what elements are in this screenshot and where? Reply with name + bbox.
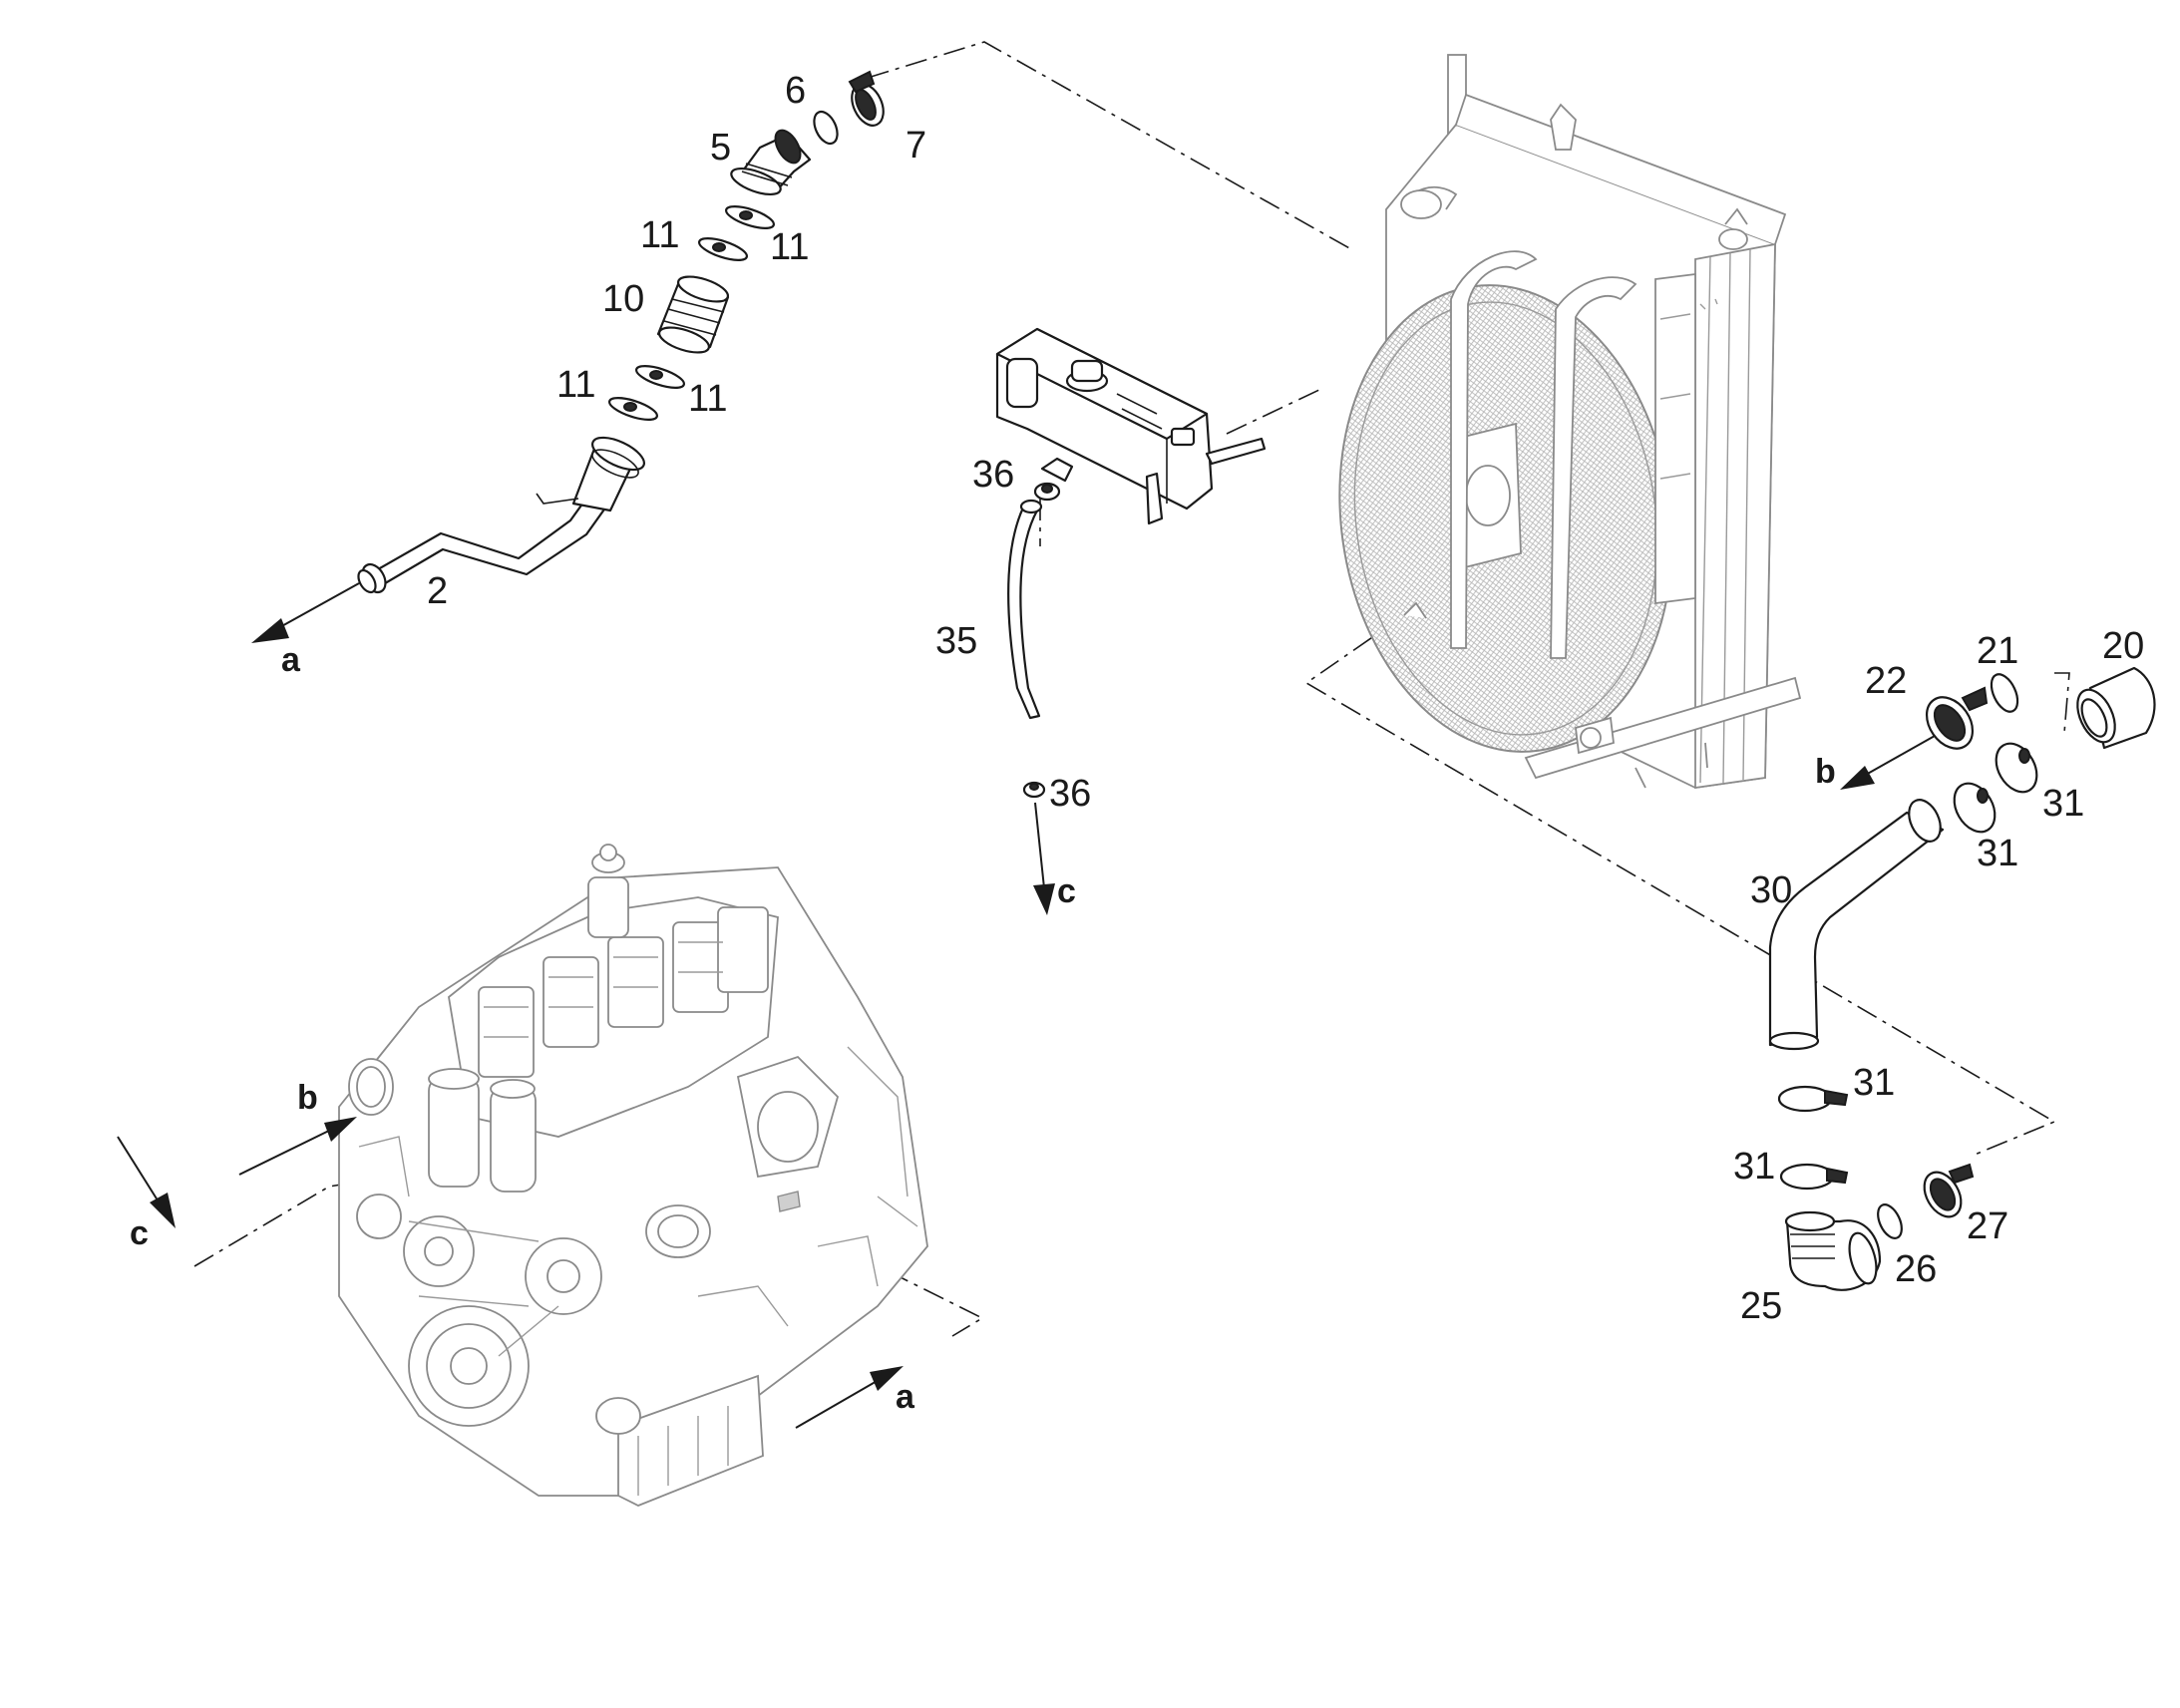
callout-25: 25 [1740,1285,1782,1327]
callout-21: 21 [1977,630,2018,672]
coolant-hose-assembly [1768,666,2156,1291]
callout-35: 35 [935,620,977,662]
callout-11-d: 11 [688,378,727,420]
callout-31-a: 31 [2042,783,2084,825]
clamp-31-a [1995,742,2038,794]
callout-30: 30 [1750,869,1792,911]
radiator-fan-cooler [1338,54,1802,790]
callout-5: 5 [710,127,731,169]
arrow-head-a-engine [870,1366,904,1391]
callout-31-b: 31 [1977,833,2018,874]
connector-b-engine: b [297,1079,318,1117]
callout-6: 6 [785,70,806,112]
expansion-tank-assembly [995,327,1267,799]
callout-2: 2 [427,570,448,612]
clamp-31-c [1777,1085,1833,1113]
seal-ring-6 [813,110,839,146]
callout-20: 20 [2102,625,2144,667]
callout-11-a: 11 [640,214,679,256]
arrow-head-a-top [251,618,289,643]
callout-36-a: 36 [972,454,1014,496]
arrow-head-b-top [1840,766,1875,790]
connector-c-top: c [1057,872,1076,910]
connector-a-engine: a [896,1378,915,1416]
callout-27: 27 [1967,1205,2008,1247]
callout-22: 22 [1865,660,1907,702]
intake-duct-assembly [357,70,885,594]
connector-c-engine: c [130,1214,149,1252]
engine-block [338,844,928,1507]
callout-7: 7 [906,125,926,167]
connection-arrows [117,582,1936,1429]
arrow-head-b-engine [324,1117,357,1142]
clamp-31-b [1953,782,1997,834]
seal-ring-26 [1877,1203,1903,1239]
callout-10: 10 [602,278,644,320]
callout-11-b: 11 [770,226,809,268]
callout-labels: 2 5 6 7 11 11 10 11 11 36 35 36 20 21 22… [427,70,2144,1327]
connector-a-top: a [281,641,301,679]
pipe-2 [369,494,608,588]
hose-30 [1768,811,1945,1047]
callout-31-d: 31 [1733,1146,1775,1188]
hose-35 [1007,502,1041,720]
arrow-head-c-top [1033,883,1055,915]
seal-ring-21 [1990,673,2019,713]
connector-labels: a c b b c a [130,641,1836,1416]
callout-26: 26 [1895,1248,1937,1290]
callout-11-c: 11 [556,364,595,406]
callout-36-b: 36 [1049,773,1091,815]
arrow-head-c-engine [150,1193,176,1228]
clamp-31-d [1779,1163,1835,1191]
callout-31-c: 31 [1853,1062,1895,1104]
connector-b-top: b [1815,753,1836,791]
